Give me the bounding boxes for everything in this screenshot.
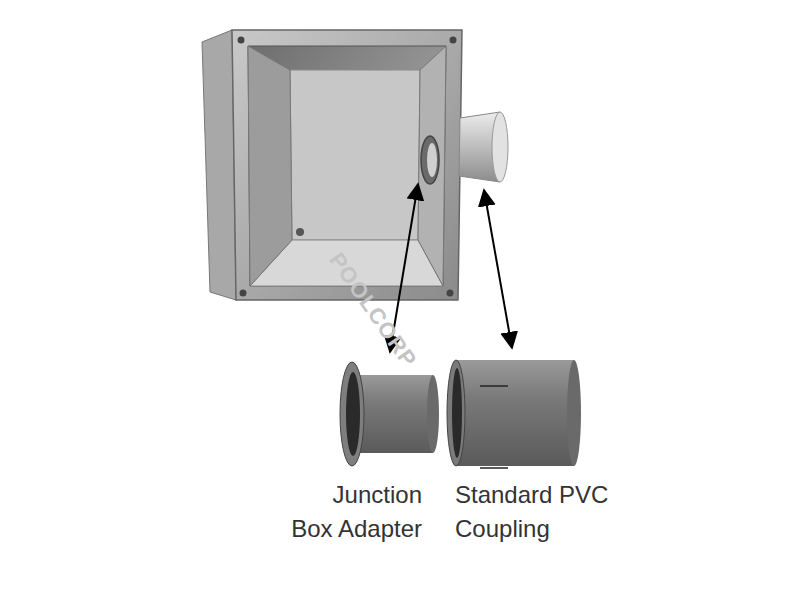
part-label: Standard PVC Coupling — [455, 478, 609, 546]
part-label: Junction Box Adapter — [288, 478, 422, 546]
